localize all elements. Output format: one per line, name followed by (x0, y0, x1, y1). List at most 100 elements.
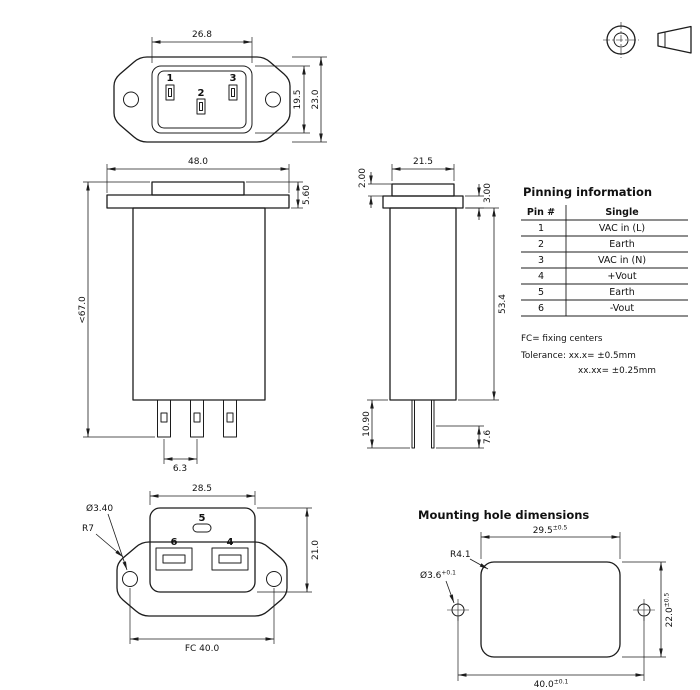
dim-side-flange-width: 48.0 (188, 157, 208, 167)
pinning-row-2: 2 Earth (538, 239, 635, 250)
mounting-corner-radius-label: R4.1 (450, 550, 471, 560)
front-pin1-slot (168, 88, 172, 97)
dim-rear-body-height-group: 53.4 (458, 207, 508, 401)
dim-bottom-fixing-centers-group: FC 40.0 (129, 588, 275, 654)
front-mounting-hole-left (123, 91, 139, 108)
dim-rear-lead-exposed: 7.6 (483, 430, 493, 445)
side-terminal-tab-3 (223, 399, 237, 438)
bottom-pin5-label: 5 (199, 513, 206, 524)
front-pin3-blade (228, 84, 238, 101)
dim-rear-boss-height-group: 2.00 (358, 168, 392, 208)
front-flange-outline (113, 56, 291, 143)
dim-rear-boss-height: 2.00 (358, 168, 368, 188)
pin-number: 4 (538, 271, 544, 282)
mounting-cutout (480, 561, 621, 658)
side-terminal-tab-2 (190, 399, 204, 438)
pin-number: 1 (538, 223, 544, 234)
bottom-pin6-slot (162, 554, 186, 564)
annotation-corner-radius-group: R4.1 (450, 550, 489, 570)
pin-function: Earth (609, 239, 634, 250)
bottom-view: 5 6 4 28.5 21.0 FC 40.0 Ø3.40 R7 (82, 484, 321, 654)
front-pin2-slot (199, 102, 203, 111)
bottom-pin4-receptacle (211, 547, 249, 571)
dim-cutout-width: 29.5±0.5 (533, 525, 568, 537)
pin-number: 6 (538, 303, 544, 314)
annotation-bottom-flange-radius-group: R7 (82, 524, 124, 558)
dim-bottom-fixing-centers: FC 40.0 (185, 644, 220, 654)
front-socket-recess (151, 65, 253, 134)
side-terminal-slot-1 (160, 412, 168, 423)
bottom-pin6-receptacle (155, 547, 193, 571)
bottom-mounting-hole-left (122, 571, 138, 587)
dim-rear-lead-length-group: 10.90 (362, 399, 410, 449)
front-pin3-label: 3 (230, 73, 237, 84)
rear-lead-wire-left (411, 399, 415, 449)
bottom-flange-radius-label: R7 (82, 524, 94, 534)
bottom-flange-outline (116, 541, 288, 617)
dim-side-tab-pitch: 6.3 (173, 464, 187, 474)
terminal-end-view (603, 22, 639, 58)
front-pin1-label: 1 (167, 73, 174, 84)
pin-number: 2 (538, 239, 544, 250)
dim-side-flange-thickness-group: 5.60 (246, 181, 312, 209)
side-terminal-slot-2 (193, 412, 201, 423)
mounting-hole-diameter-label: Ø3.6+0.1 (420, 570, 456, 582)
rear-body (389, 207, 457, 401)
pinning-title: Pinning information (523, 185, 652, 199)
pinning-row-6: 6 -Vout (538, 303, 634, 314)
pin-function: VAC in (L) (599, 223, 645, 234)
terminal-side-view (657, 25, 692, 54)
pinning-row-1: 1 VAC in (L) (538, 223, 645, 234)
pin-function: VAC in (N) (598, 255, 646, 266)
bottom-pin5-earth (192, 523, 212, 533)
pin-function: +Vout (607, 271, 637, 282)
side-terminal-slot-3 (226, 412, 234, 423)
dim-rear-top-width-group: 21.5 (391, 157, 455, 181)
side-body (132, 207, 266, 401)
dim-hole-centers: 40.0±0.1 (534, 679, 569, 690)
mounting-title: Mounting hole dimensions (418, 508, 589, 522)
dim-front-flange-height: 23.0 (311, 89, 321, 109)
dim-bottom-socket-width-group: 28.5 (149, 484, 256, 505)
annotation-mounting-hole-diameter-group: Ø3.6+0.1 (420, 570, 456, 604)
dim-rear-lead-length: 10.90 (362, 411, 372, 437)
dim-rear-flange-thickness: 3.00 (483, 183, 493, 203)
dim-cutout-height-group: 22.0±0.5 (622, 561, 675, 658)
dim-side-flange-width-group: 48.0 (106, 157, 290, 193)
pinning-table: Pinning information Pin # Single 1 VAC i… (520, 185, 688, 376)
rear-boss (391, 183, 455, 197)
pin-number: 5 (538, 287, 544, 298)
dim-hole-centers-group: 40.0±0.1 (457, 617, 645, 690)
side-view: 48.0 5.60 <67.0 6.3 (78, 157, 312, 474)
front-pin2-label: 2 (198, 88, 205, 99)
side-terminal-tab-1 (157, 399, 171, 438)
note-fixing-centers: FC= fixing centers (521, 334, 603, 344)
dim-rear-body-height: 53.4 (498, 294, 508, 314)
pinning-header-pin: Pin # (527, 207, 555, 218)
rear-flange (382, 195, 464, 209)
note-tolerance-1: Tolerance: xx.x= ±0.5mm (520, 351, 636, 361)
dim-rear-top-width: 21.5 (413, 157, 433, 167)
pin-function: Earth (609, 287, 634, 298)
front-pin3-slot (231, 88, 235, 97)
front-mounting-hole-right (265, 91, 281, 108)
pinning-row-3: 3 VAC in (N) (538, 255, 646, 266)
dim-cutout-width-group: 29.5±0.5 (480, 525, 621, 559)
side-socket-boss (151, 181, 245, 196)
dim-side-flange-thickness: 5.60 (302, 185, 312, 205)
bottom-socket-shroud (149, 507, 256, 593)
front-pin1-blade (165, 84, 175, 101)
annotation-bottom-hole-diameter-group: Ø3.40 (86, 503, 128, 571)
front-pins (165, 84, 238, 115)
bottom-pin4-slot (218, 554, 242, 564)
rear-lead-wire-right (431, 399, 435, 449)
dim-front-flange-height-group: 23.0 (292, 56, 327, 143)
dim-bottom-socket-height: 21.0 (311, 540, 321, 560)
dim-side-tab-pitch-group: 6.3 (163, 439, 198, 474)
bottom-hole-diameter-label: Ø3.40 (86, 503, 113, 514)
rear-view: 21.5 2.00 3.00 53.4 10.90 (358, 157, 508, 449)
dim-bottom-socket-width: 28.5 (192, 484, 212, 494)
pin-function: -Vout (610, 303, 634, 314)
